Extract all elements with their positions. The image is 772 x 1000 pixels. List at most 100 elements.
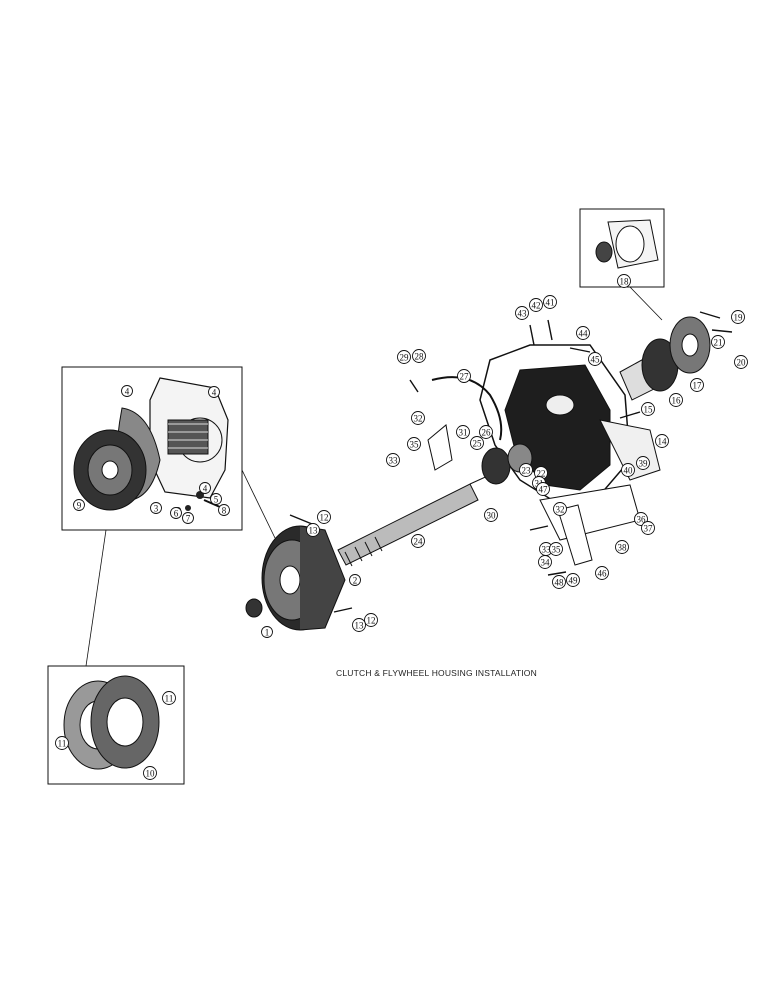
callout-circle [669, 393, 683, 407]
callout-number: 19 [734, 313, 744, 323]
callout-43: 43 [515, 306, 529, 320]
callout-number: 32 [556, 505, 565, 515]
callout-number: 48 [555, 578, 565, 588]
callout-number: 20 [737, 358, 747, 368]
callout-number: 13 [309, 526, 319, 536]
callout-circle [734, 355, 748, 369]
callout-number: 47 [539, 485, 549, 495]
inset-clutch-discs [47, 665, 185, 785]
callout-number: 32 [414, 414, 423, 424]
callout-number: 39 [639, 459, 649, 469]
callout-14: 14 [655, 434, 669, 448]
callout-32b: 32 [553, 502, 567, 516]
callout-number: 1 [265, 628, 270, 638]
callout-circle [397, 350, 411, 364]
callout-number: 46 [598, 569, 608, 579]
callout-12a: 12 [317, 510, 331, 524]
callout-circle [566, 573, 580, 587]
callout-number: 5 [214, 495, 219, 505]
callout-number: 16 [672, 396, 682, 406]
callout-circle [536, 482, 550, 496]
callout-13a: 13 [306, 523, 320, 537]
callout-circle [407, 437, 421, 451]
callout-number: 34 [541, 558, 551, 568]
callout-34: 34 [538, 555, 552, 569]
callout-number: 10 [146, 769, 156, 779]
callout-38: 38 [615, 540, 629, 554]
callout-circle [615, 540, 629, 554]
callout-number: 27 [460, 372, 470, 382]
callout-number: 40 [624, 466, 634, 476]
callout-circle [617, 274, 631, 288]
callout-number: 26 [482, 428, 492, 438]
callout-circle [576, 326, 590, 340]
callout-number: 30 [487, 511, 497, 521]
callout-circle [479, 425, 493, 439]
callout-circle [538, 555, 552, 569]
callout-number: 4 [125, 387, 130, 397]
callout-circle [549, 542, 563, 556]
callout-29: 29 [397, 350, 411, 364]
callout-circle [412, 349, 426, 363]
callout-circle [170, 507, 182, 519]
callout-number: 17 [693, 381, 703, 391]
callout-24: 24 [411, 534, 425, 548]
callout-number: 8 [222, 506, 227, 516]
callout-number: 24 [414, 537, 424, 547]
callout-33a: 33 [386, 453, 400, 467]
callout-16: 16 [669, 393, 683, 407]
callout-circle [386, 453, 400, 467]
pilot-bearing [245, 598, 263, 618]
callout-39: 39 [636, 456, 650, 470]
callout-number: 38 [618, 543, 628, 553]
callout-circle [457, 369, 471, 383]
callout-40: 40 [621, 463, 635, 477]
callout-11a: 11 [162, 691, 176, 705]
callout-number: 43 [518, 309, 528, 319]
callout-17: 17 [690, 378, 704, 392]
callout-number: 33 [542, 545, 552, 555]
callout-48: 48 [552, 575, 566, 589]
callout-31a: 31 [456, 425, 470, 439]
callout-circle [364, 613, 378, 627]
callout-4b: 4 [208, 386, 220, 398]
leader-line [85, 529, 107, 667]
callout-number: 41 [546, 298, 555, 308]
callout-circle [199, 482, 211, 494]
callout-44: 44 [576, 326, 590, 340]
callout-number: 4 [203, 484, 208, 494]
callout-2: 2 [349, 574, 361, 586]
callout-49: 49 [566, 573, 580, 587]
callout-circle [456, 425, 470, 439]
callout-circle [641, 521, 655, 535]
callout-number: 22 [537, 469, 546, 479]
callout-number: 42 [532, 301, 541, 311]
callout-circle [261, 626, 273, 638]
callout-number: 37 [644, 524, 654, 534]
callout-41: 41 [543, 295, 557, 309]
callout-number: 7 [186, 514, 191, 524]
flywheel [261, 525, 346, 631]
callout-28: 28 [412, 349, 426, 363]
callout-26: 26 [479, 425, 493, 439]
callout-35a: 35 [407, 437, 421, 451]
bolts [289, 311, 733, 613]
callout-circle [484, 508, 498, 522]
callout-circle [470, 436, 484, 450]
callout-15: 15 [641, 402, 655, 416]
callout-46: 46 [595, 566, 609, 580]
callout-number: 18 [620, 277, 630, 287]
callout-number: 44 [579, 329, 589, 339]
callout-circle [182, 512, 194, 524]
callout-35b: 35 [549, 542, 563, 556]
inset-bearing-retainer [579, 208, 665, 288]
callout-42: 42 [529, 298, 543, 312]
callout-number: 13 [355, 621, 365, 631]
callout-circle [636, 456, 650, 470]
callout-number: 11 [58, 739, 67, 749]
callout-1: 1 [261, 626, 273, 638]
callout-circle [515, 306, 529, 320]
callout-circle [588, 352, 602, 366]
callout-circle [552, 575, 566, 589]
